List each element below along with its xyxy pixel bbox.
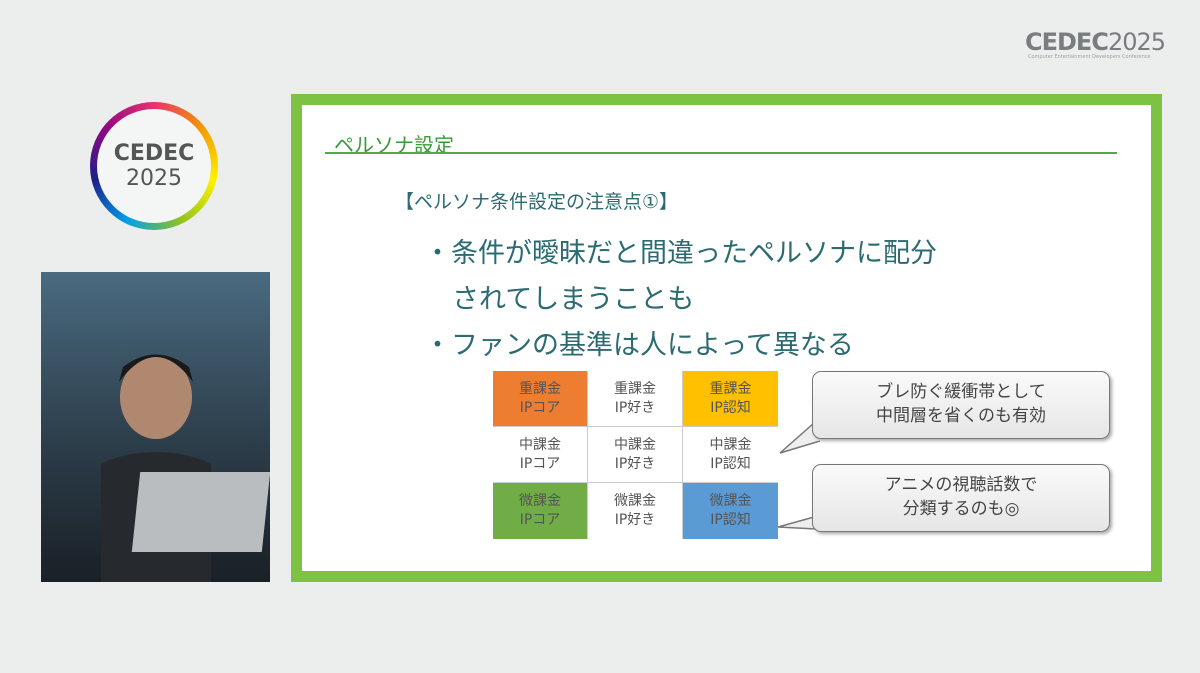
cell-line: 微課金 [519,493,561,510]
persona-cell: 重課金 IPコア [493,371,588,427]
bullet-2: ・ファンの基準は人によって異なる [424,330,854,361]
cell-line: 重課金 [709,380,752,397]
callout-line: 中間層を省くのも有効 [876,406,1046,426]
cedec-corner-subtitle: Computer Entertainment Developers Confer… [1028,54,1151,60]
slide-heading: 【ペルソナ条件設定の注意点①】 [395,191,679,213]
presentation-slide: ペルソナ設定 【ペルソナ条件設定の注意点①】 ・条件が曖昧だと間違ったペルソナに… [291,94,1162,582]
bullet-1-cont: されてしまうことも [452,284,695,315]
callout-buffer: ブレ防ぐ緩衝帯として 中間層を省くのも有効 [812,371,1110,439]
persona-cell: 重課金 IP認知 [683,371,778,427]
persona-cell: 微課金 IP好き [588,483,683,539]
callout-line: 分類するのも◎ [902,499,1020,519]
cell-line: 重課金 [614,380,656,397]
logo-text: CEDEC [113,141,195,166]
cell-line: 微課金 [614,493,656,510]
cell-line: IP好き [614,455,656,472]
cell-line: 中課金 [709,436,752,453]
cell-line: 重課金 [519,380,561,397]
persona-cell: 中課金 IPコア [493,427,588,483]
callout-line: ブレ防ぐ緩衝帯として [876,382,1046,403]
speaker-camera-feed [41,272,270,582]
laptop [131,472,270,552]
logo-year: 2025 [126,166,182,191]
cell-line: IPコア [519,455,561,472]
persona-cell: 微課金 IPコア [493,483,588,539]
cell-line: IP認知 [710,455,751,472]
persona-cell: 中課金 IP認知 [683,427,778,483]
bullet-1: ・条件が曖昧だと間違ったペルソナに配分 [424,238,937,269]
cell-line: IP認知 [710,512,751,528]
cell-line: IPコア [519,399,561,416]
persona-cell: 中課金 IP好き [588,427,683,483]
callout-line: アニメの視聴話数で [884,475,1038,496]
cell-line: 中課金 [614,436,656,453]
cell-line: IPコア [519,512,561,528]
persona-cell: 重課金 IP好き [588,371,683,427]
callout-pointers [777,422,821,530]
cell-line: 微課金 [709,493,752,510]
cell-line: 中課金 [519,436,561,453]
cedec-corner-logo: CEDEC2025 [1025,28,1166,56]
cell-line: IP好き [614,512,656,528]
callout-anime: アニメの視聴話数で 分類するのも◎ [812,464,1110,532]
cedec-logo: CEDEC 2025 [90,102,218,230]
title-divider [325,152,1117,154]
cell-line: IP認知 [710,399,751,416]
persona-cell: 微課金 IP認知 [683,483,778,539]
cell-line: IP好き [614,399,656,416]
